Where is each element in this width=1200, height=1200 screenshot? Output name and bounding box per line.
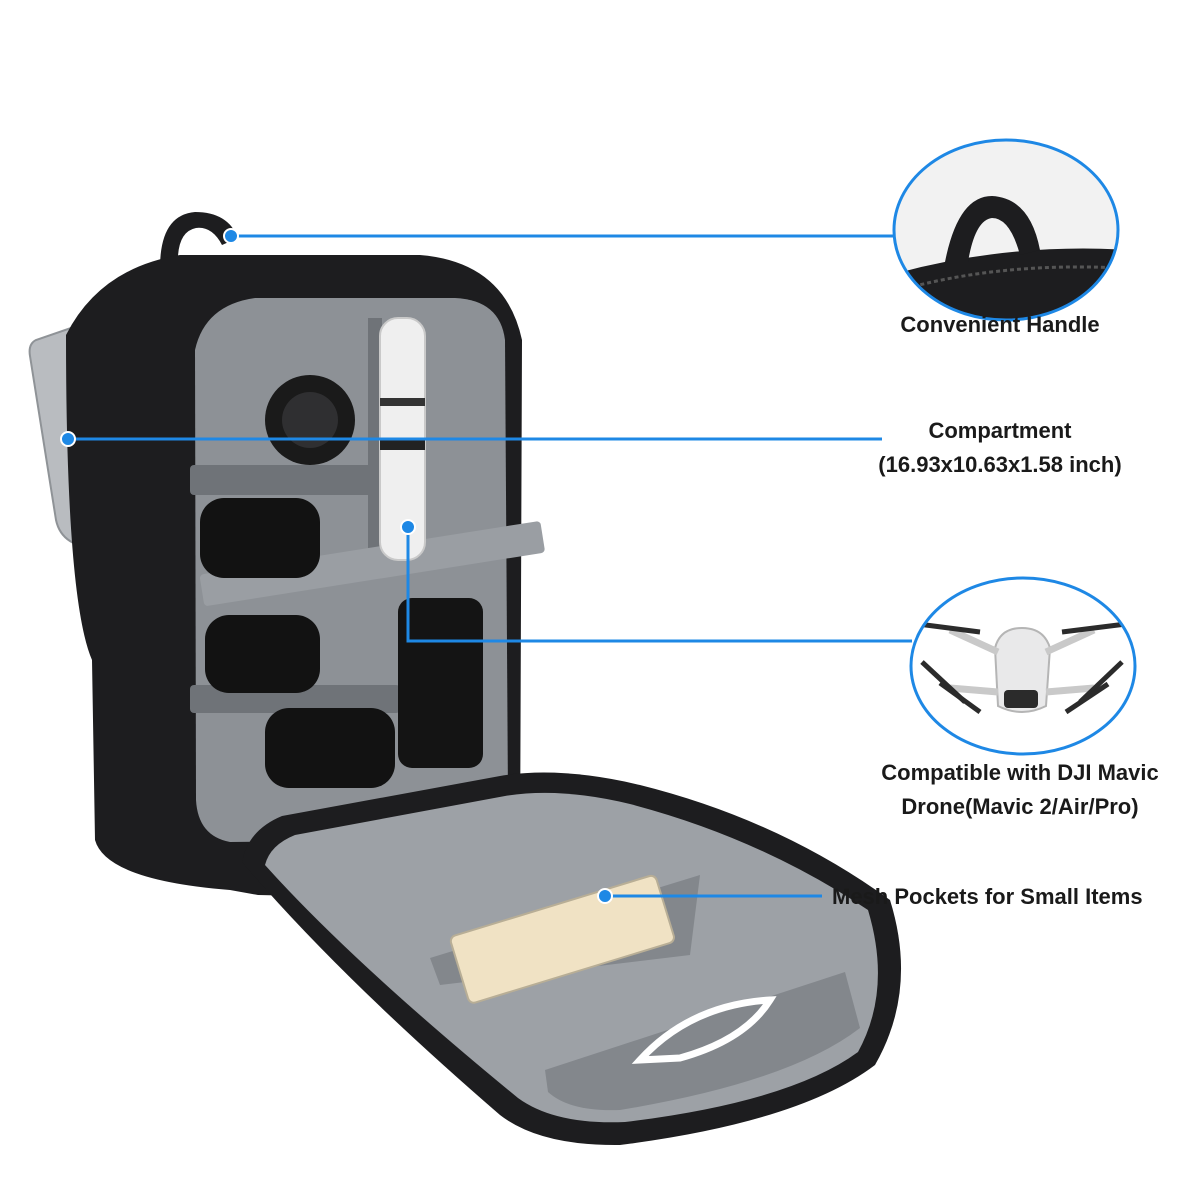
drone-callout-line1: Compatible with DJI Mavic (881, 760, 1159, 785)
pockets-marker-dot (597, 888, 613, 904)
callout-lines (60, 228, 912, 904)
drone-detail-image (909, 576, 1137, 756)
camera-body-shape (398, 598, 483, 768)
pockets-callout-label: Mesh Pockets for Small Items (832, 884, 1143, 909)
handle-marker-dot (223, 228, 239, 244)
lens-shape (200, 498, 320, 578)
drone-callout: Compatible with DJI Mavic Drone(Mavic 2/… (860, 756, 1180, 824)
compartment-callout-dimensions: (16.93x10.63x1.58 inch) (878, 452, 1122, 477)
lens-ring-shape (380, 440, 425, 450)
camera-backpack-image (28, 212, 902, 1146)
lens-ring-shape (380, 398, 425, 406)
lens-shape (282, 392, 338, 448)
pockets-callout: Mesh Pockets for Small Items (832, 880, 1182, 914)
drone-leader-line (406, 527, 912, 643)
drone-callout-line2: Drone(Mavic 2/Air/Pro) (901, 794, 1139, 819)
phone-shape (449, 874, 675, 1004)
lens-shape (205, 615, 320, 693)
compartment-callout: Compartment (16.93x10.63x1.58 inch) (860, 414, 1140, 482)
lens-shape (265, 708, 395, 788)
drone-marker-dot (400, 519, 416, 535)
mesh-pocket-shape (545, 972, 860, 1111)
cable-shape (631, 996, 777, 1064)
handle-callout: Convenient Handle (880, 308, 1120, 342)
divider-shape (190, 465, 380, 495)
compartment-marker-dot (60, 431, 76, 447)
handle-detail-image (892, 138, 1120, 322)
compartment-callout-title: Compartment (928, 418, 1072, 443)
handle-callout-label: Convenient Handle (900, 312, 1100, 337)
strap-shape (200, 521, 545, 606)
divider-shape (368, 318, 382, 568)
bag-handle-shape (160, 212, 238, 268)
